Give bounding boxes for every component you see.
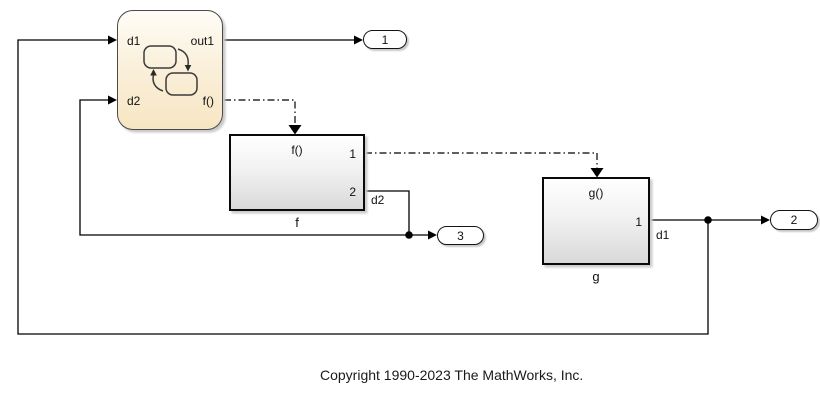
transition-arrow-right — [177, 48, 189, 67]
statechart-icon — [143, 45, 198, 96]
subsystem-f-name[interactable]: f — [295, 215, 299, 230]
arrowhead-g-trigger — [590, 168, 604, 178]
chart-outport-label-fcall: f() — [202, 94, 214, 108]
wire-d2-feedback-to-chart[interactable] — [79, 99, 409, 236]
transition-arrow-left — [152, 74, 164, 92]
arrowhead-chart-d1 — [108, 35, 117, 45]
arrowhead-outport3 — [428, 230, 437, 240]
outport-3-number: 3 — [457, 228, 464, 243]
outport-3-block[interactable]: 3 — [437, 226, 484, 245]
arrowhead-outport2 — [761, 215, 770, 225]
state-box-lower — [165, 72, 198, 96]
subsystem-g-name[interactable]: g — [592, 269, 600, 284]
wire-d1-feedback-to-chart[interactable] — [17, 39, 709, 335]
chart-inport-label-d1: d1 — [127, 34, 141, 48]
outport-1-number: 1 — [381, 32, 389, 47]
stateflow-chart-block[interactable]: d1 d2 out1 f() — [117, 10, 223, 130]
outport-1-block[interactable]: 1 — [363, 30, 407, 49]
arrowhead-outport1 — [354, 35, 363, 45]
transition-arrowhead-up — [150, 69, 157, 76]
subsystem-g-trigger-label: g() — [588, 186, 604, 200]
signal-label-d1[interactable]: d1 — [656, 228, 670, 242]
junction-dot-d2 — [405, 231, 413, 239]
transition-arrowhead-down — [184, 65, 192, 72]
subsystem-f-block[interactable]: f() 1 2 — [229, 134, 365, 211]
signal-label-d2[interactable]: d2 — [371, 193, 385, 207]
junction-dot-d1 — [704, 216, 712, 224]
subsystem-f-port2-label: 2 — [349, 185, 356, 199]
outport-2-number: 2 — [790, 213, 798, 227]
chart-inport-label-d2: d2 — [127, 94, 141, 108]
wire-gcall-f-to-g[interactable] — [365, 152, 598, 169]
subsystem-f-trigger-label: f() — [291, 143, 303, 157]
subsystem-g-port1-label: 1 — [635, 215, 642, 229]
chart-outport-label-out1: out1 — [190, 34, 214, 48]
arrowhead-f-trigger — [288, 125, 302, 135]
outport-2-block[interactable]: 2 — [770, 210, 818, 230]
subsystem-f-port1-label: 1 — [349, 147, 356, 161]
subsystem-g-block[interactable]: g() 1 — [542, 177, 650, 265]
copyright-annotation[interactable]: Copyright 1990-2023 The MathWorks, Inc. — [320, 367, 584, 383]
wire-f-out2-d2[interactable] — [365, 190, 410, 235]
arrowhead-chart-d2 — [108, 95, 117, 105]
state-box-upper — [143, 45, 177, 69]
wire-fcall-chart-to-f[interactable] — [224, 99, 296, 126]
